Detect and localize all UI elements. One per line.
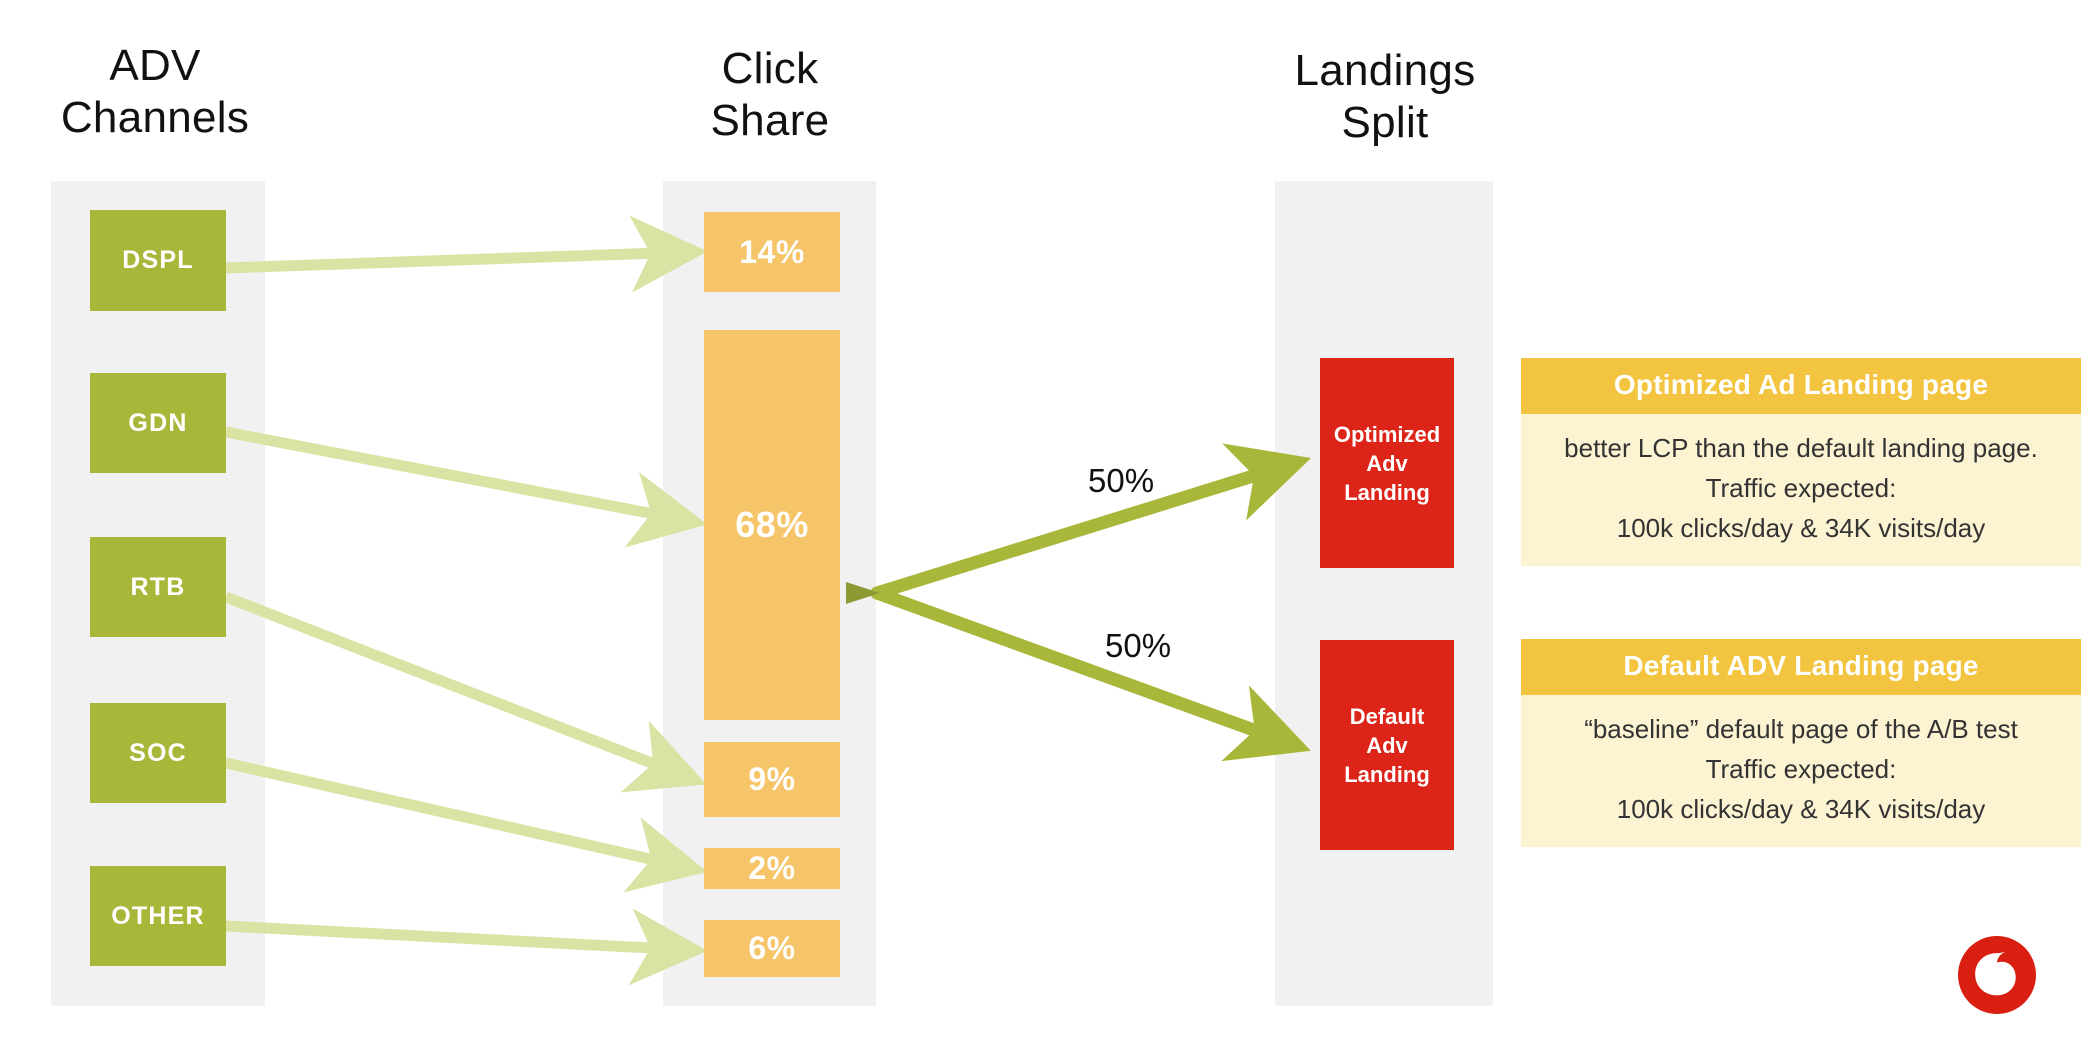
channel-box-dspl[interactable]: DSPL: [90, 210, 226, 311]
landing-opt-line3: Landing: [1344, 479, 1430, 505]
share-bar-6[interactable]: 6%: [704, 920, 840, 977]
info-card-optimized-line3: 100k clicks/day & 34K visits/day: [1616, 513, 1986, 543]
channel-to-share-arrows: [224, 215, 708, 986]
info-card-optimized-heading: Optimized Ad Landing page: [1521, 358, 2081, 414]
landing-def-line3: Landing: [1344, 761, 1430, 787]
split-arrows: [870, 443, 1312, 762]
landing-def-line2: Adv: [1366, 732, 1408, 758]
arrow-other-to-6: [225, 908, 708, 986]
arrow-dspl-to-14: [225, 215, 708, 293]
landing-box-default-adv[interactable]: Default Adv Landing: [1320, 640, 1454, 850]
share-bar-9[interactable]: 9%: [704, 742, 840, 817]
vodafone-logo-icon: [1958, 936, 2036, 1014]
arrow-soc-to-2: [224, 757, 708, 893]
arrow-rtb-to-9: [224, 591, 707, 793]
info-card-default-line3: 100k clicks/day & 34K visits/day: [1616, 794, 1986, 824]
channel-box-soc[interactable]: SOC: [90, 703, 226, 803]
info-card-default-line2: Traffic expected:: [1705, 754, 1897, 784]
info-card-default-line1: “baseline” default page of the A/B test: [1584, 714, 2018, 744]
info-card-default-body: “baseline” default page of the A/B test …: [1521, 695, 2081, 847]
channel-box-other[interactable]: OTHER: [90, 866, 226, 966]
lane-landings-split: [1275, 181, 1493, 1006]
info-card-default: Default ADV Landing page “baseline” defa…: [1521, 639, 2081, 847]
column-title-adv-channels: ADV Channels: [60, 41, 250, 142]
column-title-landings-split: Landings Split: [1294, 46, 1476, 147]
split-fork-origin: [846, 582, 880, 604]
column-title-click-share: Click Share: [710, 44, 830, 145]
split-label-bottom: 50%: [1105, 627, 1172, 664]
info-card-optimized-line1: better LCP than the default landing page…: [1564, 433, 2038, 463]
share-bar-2[interactable]: 2%: [704, 848, 840, 889]
landing-opt-line2: Adv: [1366, 450, 1408, 476]
landing-box-optimized-adv[interactable]: Optimized Adv Landing: [1320, 358, 1454, 568]
landing-opt-line1: Optimized: [1333, 421, 1441, 447]
info-card-optimized-body: better LCP than the default landing page…: [1521, 414, 2081, 566]
info-card-default-heading: Default ADV Landing page: [1521, 639, 2081, 695]
split-label-top: 50%: [1088, 462, 1155, 499]
share-bar-14[interactable]: 14%: [704, 212, 840, 292]
info-card-optimized: Optimized Ad Landing page better LCP tha…: [1521, 358, 2081, 566]
landing-def-line1: Default: [1349, 703, 1425, 729]
arrow-split-to-optimized: [870, 443, 1312, 600]
arrow-gdn-to-68: [224, 426, 708, 548]
channel-box-rtb[interactable]: RTB: [90, 537, 226, 637]
arrow-split-to-default: [870, 586, 1311, 762]
share-bar-68[interactable]: 68%: [704, 330, 840, 720]
channel-box-gdn[interactable]: GDN: [90, 373, 226, 473]
info-card-optimized-line2: Traffic expected:: [1705, 473, 1897, 503]
